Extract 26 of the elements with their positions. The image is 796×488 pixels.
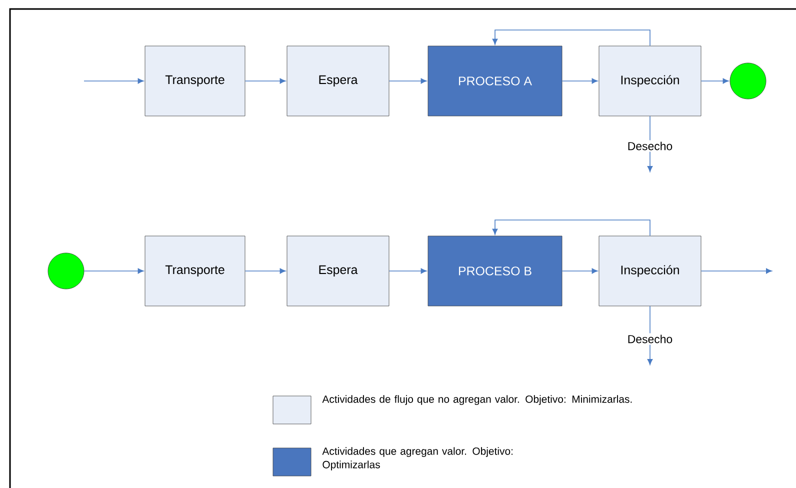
process-box: PROCESO B bbox=[428, 236, 562, 306]
arrow bbox=[388, 78, 427, 84]
arrow bbox=[700, 78, 729, 84]
activity-box: Espera bbox=[286, 46, 390, 116]
edge-label: Desecho bbox=[626, 333, 674, 345]
activity-box: Espera bbox=[286, 236, 390, 306]
arrow bbox=[84, 78, 144, 84]
process-box: PROCESO A bbox=[428, 46, 562, 116]
arrow bbox=[700, 268, 772, 274]
legend-text: Actividades que agregan valor. Objetivo: Optimizarlas bbox=[322, 447, 513, 470]
terminal-circle bbox=[730, 62, 766, 100]
activity-box: Transporte bbox=[144, 46, 246, 116]
arrow bbox=[244, 268, 286, 274]
arrow bbox=[84, 268, 144, 274]
arrow bbox=[492, 220, 650, 236]
arrow bbox=[562, 78, 598, 84]
terminal-circle bbox=[48, 252, 84, 290]
edge-label: Desecho bbox=[626, 140, 674, 152]
activity-box: Inspección bbox=[598, 46, 702, 116]
legend-text: Actividades de flujo que no agregan valor. Objetivo: Minimizarlas. bbox=[322, 395, 632, 405]
arrow bbox=[562, 268, 598, 274]
arrow bbox=[244, 78, 286, 84]
activity-box: Inspección bbox=[598, 236, 702, 306]
arrow bbox=[388, 268, 427, 274]
arrow bbox=[492, 30, 650, 46]
activity-box: Transporte bbox=[144, 236, 246, 306]
